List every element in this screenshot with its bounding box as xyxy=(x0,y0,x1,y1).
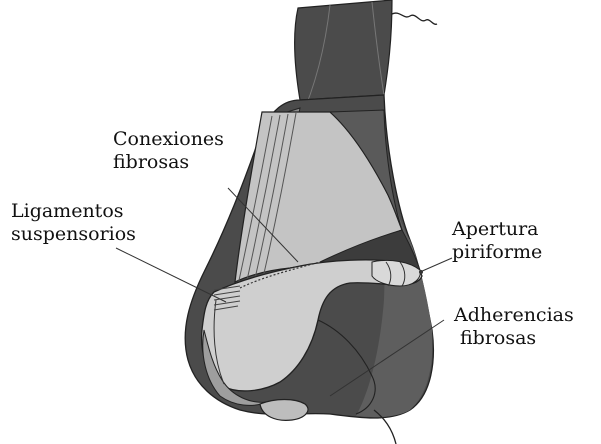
label-ligamentos-suspensorios: Ligamentos suspensorios xyxy=(11,200,136,246)
label-ligamentos-line2: suspensorios xyxy=(11,223,136,246)
label-adherencias-line1: Adherencias xyxy=(454,304,574,327)
leader-dot-apertura xyxy=(419,270,423,274)
nostril xyxy=(260,400,308,421)
label-apertura-line2: piriforme xyxy=(452,241,542,264)
label-adherencias-line2: fibrosas xyxy=(454,327,574,350)
label-apertura-line1: Apertura xyxy=(452,218,542,241)
label-adherencias-fibrosas: Adherencias fibrosas xyxy=(454,304,574,350)
label-apertura-piriforme: Apertura piriforme xyxy=(452,218,542,264)
label-conexiones-line2: fibrosas xyxy=(113,151,224,174)
label-conexiones-line1: Conexiones xyxy=(113,128,224,151)
brow-line xyxy=(392,13,437,24)
label-ligamentos-line1: Ligamentos xyxy=(11,200,136,223)
label-conexiones-fibrosas: Conexiones fibrosas xyxy=(113,128,224,174)
leader-apertura xyxy=(420,258,452,272)
